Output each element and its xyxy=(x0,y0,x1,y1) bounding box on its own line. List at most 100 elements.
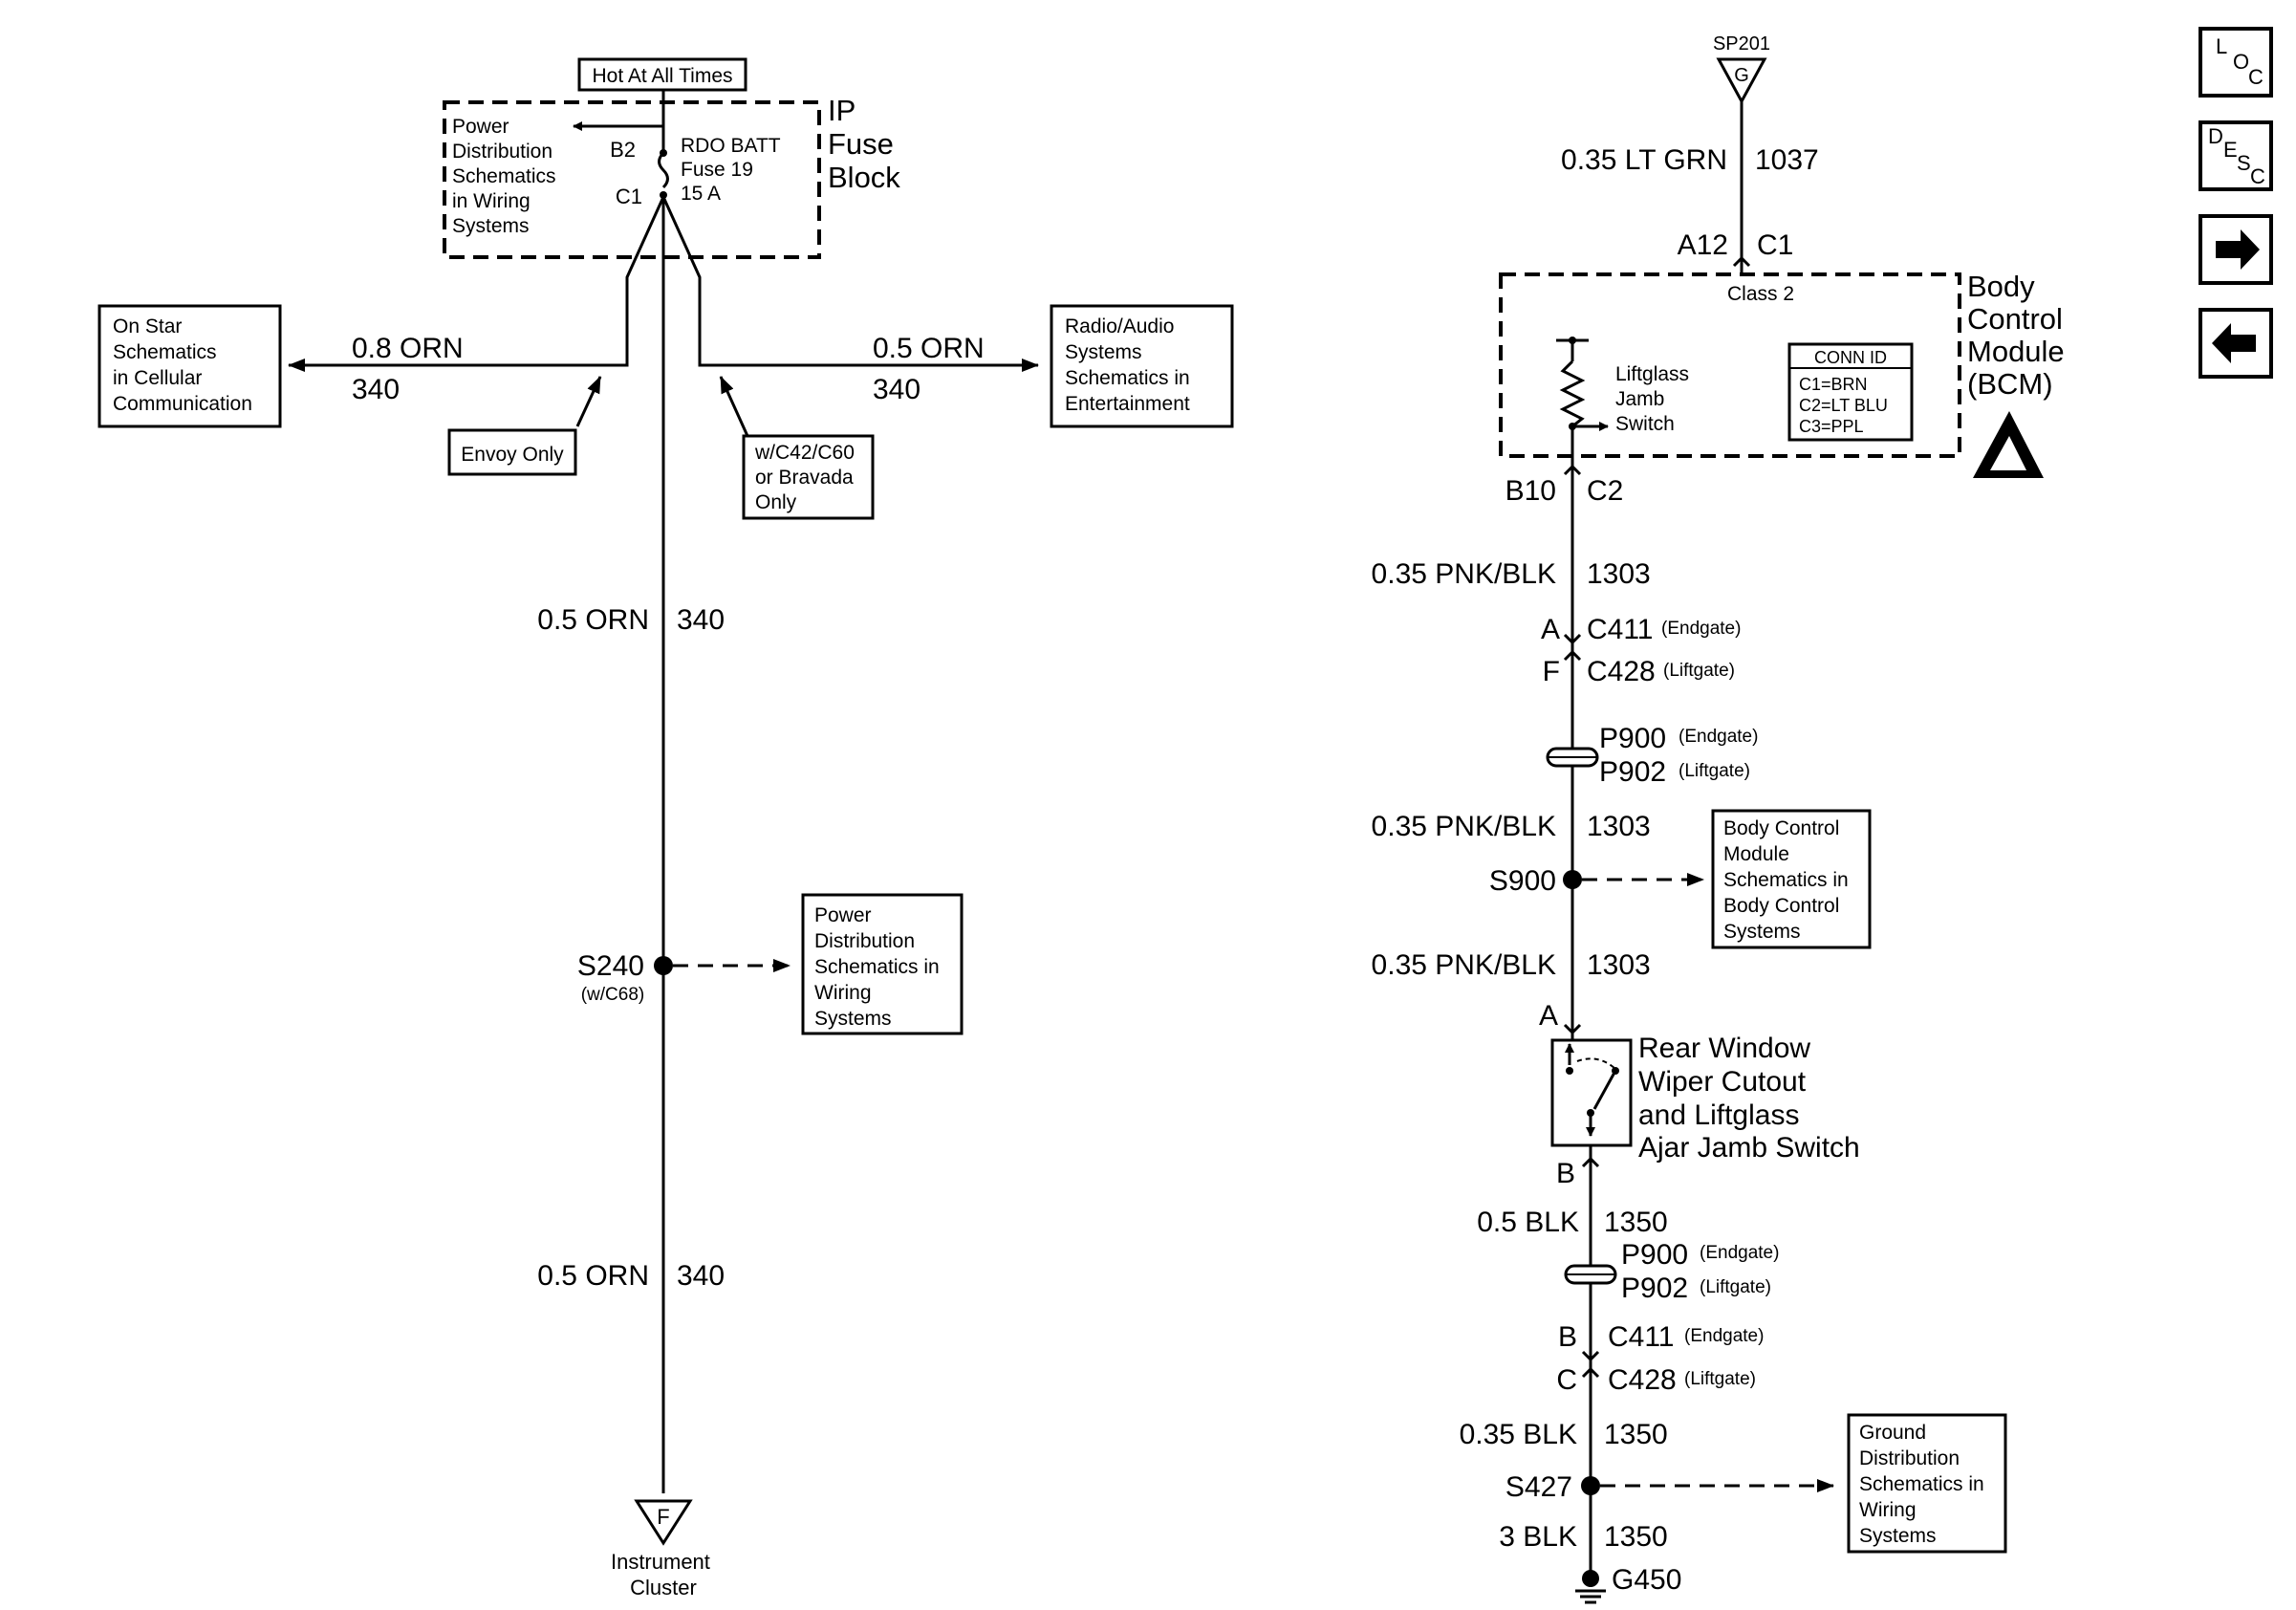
jamb-switch-label: Rear Window Wiper Cutout and Liftglass A… xyxy=(1638,1033,1860,1164)
b10-label: B10 xyxy=(1505,475,1556,507)
prev-page-button[interactable] xyxy=(2199,308,2273,379)
right-circuit: SP201 G 0.35 LT GRN 1037 A12 C1 Class 2 … xyxy=(1372,33,2072,1604)
g-terminal-label: G xyxy=(1734,65,1749,86)
p902-lower-label: P902 xyxy=(1621,1273,1688,1304)
ip-fuse-block-label: IP Fuse Block xyxy=(828,94,902,194)
c411-connector-symbol xyxy=(1563,633,1582,645)
c428-pin-f: F xyxy=(1543,656,1560,687)
main-wire-circuit-2: 340 xyxy=(677,1260,725,1292)
p900-endgate-note: (Endgate) xyxy=(1679,727,1758,747)
next-arrow-icon xyxy=(2216,229,2260,270)
wire-4-gauge: 0.35 PNK/BLK xyxy=(1372,949,1556,981)
s240-splice xyxy=(654,956,673,975)
c1-label-right: C1 xyxy=(1757,229,1793,261)
ip-fuse-block-box xyxy=(443,100,821,259)
f-terminal-triangle xyxy=(634,1499,693,1546)
main-wire-gauge-1: 0.5 ORN xyxy=(537,604,649,636)
ground-distribution-reference-box[interactable] xyxy=(1847,1413,2007,1554)
hot-at-all-times-label: Hot At All Times xyxy=(592,65,732,87)
g450-ground-icon xyxy=(1582,1570,1599,1587)
wire-1-circuit: 1037 xyxy=(1755,144,1819,176)
bravada-label: w/C42/C60 or Bravada Only xyxy=(754,442,860,513)
bcm-reference-text: Body Control Module Schematics in Body C… xyxy=(1723,817,1854,943)
s427-label: S427 xyxy=(1505,1471,1572,1503)
onstar-reference-box[interactable] xyxy=(97,304,282,428)
wire-3-circuit: 1303 xyxy=(1587,811,1651,842)
power-distribution-reference-box[interactable] xyxy=(801,893,964,1035)
radio-reference-box[interactable] xyxy=(1050,304,1234,428)
desc-letter-s: S xyxy=(2237,151,2251,175)
c411-pin-a: A xyxy=(1541,614,1560,645)
c411-lower-connector-symbol xyxy=(1581,1350,1600,1362)
c411-lower-label: C411 xyxy=(1608,1321,1675,1353)
c411-lower-pin-b: B xyxy=(1558,1321,1577,1353)
left-branch-circuit: 340 xyxy=(352,374,400,405)
desc-letter-c: C xyxy=(2250,164,2265,188)
c1-label: C1 xyxy=(616,185,642,208)
conn-id-title: CONN ID xyxy=(1814,348,1887,367)
loc-letter-c: C xyxy=(2248,65,2264,89)
fuse-label: RDO BATT Fuse 19 15 A xyxy=(681,135,786,205)
sp201-label: SP201 xyxy=(1713,33,1770,54)
desc-button[interactable]: D E S C xyxy=(2199,120,2273,191)
switch-contact-icon xyxy=(1592,1070,1617,1110)
c428-connector-symbol xyxy=(1563,649,1582,662)
bravada-box xyxy=(742,434,875,520)
bcm-box xyxy=(1499,272,1961,458)
c428-lower-label: C428 xyxy=(1608,1364,1677,1396)
wire-5-circuit: 1350 xyxy=(1604,1207,1668,1238)
radio-reference-text: Radio/Audio Systems Schematics in Entert… xyxy=(1065,315,1196,415)
conn-id-box xyxy=(1787,342,1914,442)
loc-letter-o: O xyxy=(2233,50,2249,74)
switch-pin-b: B xyxy=(1556,1158,1575,1189)
wire-5-gauge: 0.5 BLK xyxy=(1477,1207,1579,1238)
b2-label: B2 xyxy=(610,138,636,162)
s240-label: S240 xyxy=(577,950,644,982)
ground-distribution-reference-text: Ground Distribution Schematics in Wiring… xyxy=(1859,1422,1990,1547)
p902-label: P902 xyxy=(1599,756,1666,788)
wire-6-gauge: 0.35 BLK xyxy=(1460,1419,1577,1450)
c428-label: C428 xyxy=(1587,656,1656,687)
next-page-button[interactable] xyxy=(2199,214,2273,285)
s240-note: (w/C68) xyxy=(581,985,645,1005)
bcm-label: Body Control Module (BCM) xyxy=(1967,270,2072,401)
c411-lower-endgate-note: (Endgate) xyxy=(1684,1326,1764,1346)
a12-label: A12 xyxy=(1678,229,1728,261)
main-wire-gauge-2: 0.5 ORN xyxy=(537,1260,649,1292)
main-wire-circuit-1: 340 xyxy=(677,604,725,636)
envoy-only-label: Envoy Only xyxy=(461,444,564,466)
bravada-pointer xyxy=(719,376,749,437)
instrument-cluster-label: Instrument Cluster xyxy=(611,1550,716,1599)
power-distribution-reference-text: Power Distribution Schematics in Wiring … xyxy=(814,904,945,1030)
envoy-pointer xyxy=(575,376,602,427)
wire-1-gauge: 0.35 LT GRN xyxy=(1561,144,1727,176)
s900-splice xyxy=(1563,870,1582,889)
p902-lower-liftgate-note: (Liftgate) xyxy=(1700,1277,1771,1297)
s427-splice xyxy=(1581,1476,1600,1495)
c428-lower-liftgate-note: (Liftgate) xyxy=(1684,1369,1756,1389)
desc-letter-e: E xyxy=(2223,138,2238,162)
c411-endgate-note: (Endgate) xyxy=(1661,619,1741,639)
prev-arrow-icon xyxy=(2212,323,2256,363)
radio-branch-wire xyxy=(661,196,1039,372)
envoy-only-box xyxy=(447,428,577,476)
c2-label: C2 xyxy=(1587,475,1623,507)
loc-button[interactable]: L O C xyxy=(2199,27,2273,98)
wire-4-circuit: 1303 xyxy=(1587,949,1651,981)
conn-id-list: C1=BRN C2=LT BLU C3=PPL xyxy=(1799,375,1893,436)
c411-label: C411 xyxy=(1587,614,1654,645)
right-branch-circuit: 340 xyxy=(873,374,921,405)
loc-letter-l: L xyxy=(2216,34,2227,58)
p900-lower-endgate-note: (Endgate) xyxy=(1700,1243,1779,1263)
switch-pin-a: A xyxy=(1539,1000,1558,1032)
c428-liftgate-note: (Liftgate) xyxy=(1663,661,1735,681)
c428-lower-connector-symbol xyxy=(1581,1366,1600,1379)
onstar-branch-wire xyxy=(288,196,665,372)
p902-liftgate-note: (Liftgate) xyxy=(1679,761,1750,781)
bcm-reference-box[interactable] xyxy=(1711,809,1872,949)
left-branch-gauge: 0.8 ORN xyxy=(352,333,464,364)
wire-7-circuit: 1350 xyxy=(1604,1521,1668,1553)
b10-connector-symbol xyxy=(1563,464,1582,476)
